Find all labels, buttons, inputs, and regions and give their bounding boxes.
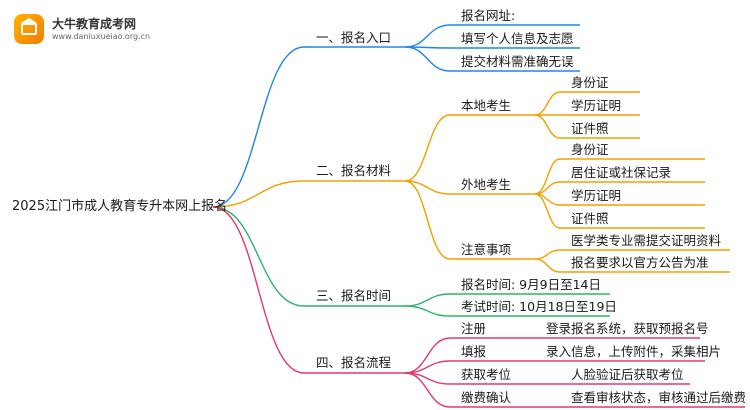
- nonlocal-item: 学历证明: [571, 188, 622, 203]
- brand-name: 大牛教育成考网: [52, 16, 137, 31]
- process-step: 缴费确认: [461, 390, 512, 405]
- brand-logo: 大牛教育成考网 www.daniuxueiao.org.cn: [14, 14, 150, 44]
- materials-local: 本地考生: [461, 98, 512, 113]
- link-process-step: [404, 372, 451, 408]
- materials-notes: 注意事项: [461, 242, 512, 257]
- process-step-detail: 录入信息，上传附件，采集相片: [546, 344, 722, 359]
- local-item: 学历证明: [571, 98, 622, 113]
- materials-nonlocal: 外地考生: [461, 177, 512, 192]
- link-time-item: [404, 293, 451, 307]
- process-step-detail: 人脸验证后获取考位: [571, 367, 684, 382]
- notes-item: 报名要求以官方公告为准: [571, 255, 709, 270]
- branch-materials: 二、报名材料: [316, 163, 392, 178]
- link-entry-item: [404, 46, 451, 72]
- branch-entry: 一、报名入口: [316, 30, 392, 45]
- link-root-materials: [212, 180, 305, 208]
- link-local-item: [534, 91, 561, 116]
- process-step: 注册: [461, 321, 487, 336]
- brand-url: www.daniuxueiao.org.cn: [52, 31, 151, 41]
- link-local-item: [534, 114, 561, 139]
- time-item: 考试时间: 10月18日至19日: [461, 299, 617, 314]
- branch-time: 三、报名时间: [316, 288, 392, 303]
- entry-item: 报名网址:: [461, 8, 516, 23]
- link-root-time: [212, 206, 305, 307]
- link-process-step: [404, 337, 451, 374]
- link-root-entry: [212, 46, 305, 208]
- process-step: 填报: [461, 344, 487, 359]
- time-item: 报名时间: 9月9日至14日: [461, 277, 601, 292]
- link-nonlocal-item: [534, 193, 561, 229]
- root-topic: 2025江门市成人教育专升本网上报名: [12, 199, 228, 214]
- link-root-process: [212, 206, 305, 374]
- link-notes-item: [534, 249, 561, 260]
- graduation-book-icon: [14, 14, 44, 44]
- branch-process: 四、报名流程: [316, 355, 392, 370]
- notes-item: 医学类专业需提交证明资料: [571, 233, 722, 248]
- link-materials-nonlocal: [404, 180, 451, 195]
- process-step-detail: 登录报名系统，获取预报名号: [546, 321, 709, 336]
- nonlocal-item: 居住证或社保记录: [571, 165, 672, 180]
- local-item: 证件照: [571, 121, 609, 136]
- entry-item: 填写个人信息及志愿: [461, 31, 574, 46]
- entry-item: 提交材料需准确无误: [461, 54, 574, 69]
- link-time-item: [404, 305, 451, 317]
- link-materials-notes: [404, 180, 451, 260]
- link-notes-item: [534, 258, 561, 273]
- link-entry-item: [404, 24, 451, 48]
- process-step: 获取考位: [461, 367, 512, 382]
- nonlocal-item: 身份证: [571, 142, 609, 157]
- link-materials-local: [404, 114, 451, 182]
- link-nonlocal-item: [534, 158, 561, 195]
- process-step-detail: 查看审核状态，审核通过后缴费: [571, 390, 747, 405]
- local-item: 身份证: [571, 75, 609, 90]
- nonlocal-item: 证件照: [571, 211, 609, 226]
